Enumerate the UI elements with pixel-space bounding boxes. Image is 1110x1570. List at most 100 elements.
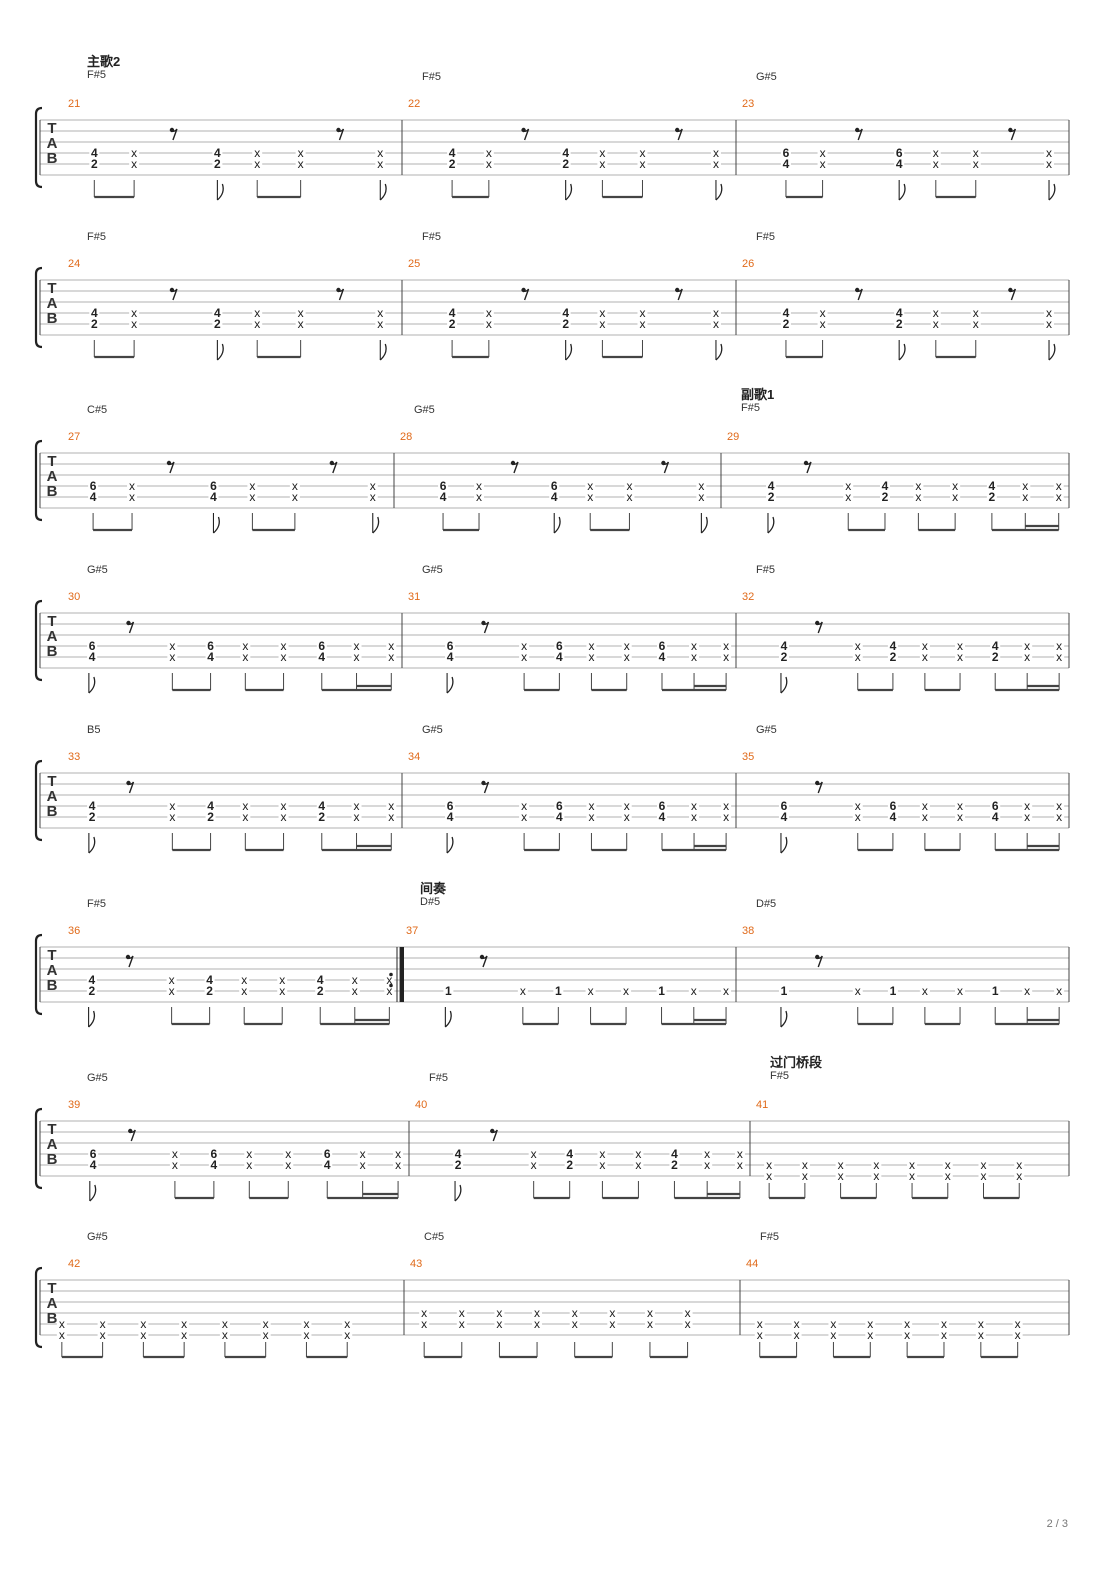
fret-number: 2 [566,1158,573,1172]
dead-note: x [298,306,304,320]
fret-number: 2 [896,317,903,331]
repeat-end-sign [389,947,404,1002]
note-backdrop [1053,480,1064,491]
note-backdrop [766,480,777,491]
dead-note: x [172,1147,178,1161]
dead-note: x [909,1158,915,1172]
note-backdrop [710,158,721,169]
fret-number: 2 [992,650,999,664]
eighth-rest-icon [329,460,338,474]
note-backdrop [240,800,251,811]
dead-note: x [830,1317,836,1331]
fret-number: 4 [317,973,324,987]
measure-number: 25 [408,258,420,270]
fret-number: 4 [562,306,569,320]
dead-note: x [794,1328,800,1342]
fret-number: 6 [890,799,897,813]
tab-clef-letter: B [47,483,58,500]
tab-clef-letter: T [47,120,56,137]
note-backdrop [586,640,597,651]
dead-note: x [279,973,285,987]
measure-number: 37 [406,925,418,937]
dead-note: x [100,1317,106,1331]
dead-note: x [395,1158,401,1172]
measure-number: 34 [408,751,420,763]
dead-note: x [421,1306,427,1320]
chord-name: F#5 [87,898,106,910]
eighth-flag-icon [715,340,723,361]
dead-note: x [222,1328,228,1342]
dead-note: x [691,810,697,824]
eighth-flag-icon [212,513,220,534]
note-backdrop [208,1159,219,1170]
dead-note: x [820,157,826,171]
dead-note: x [713,146,719,160]
dead-note: x [572,1317,578,1331]
fret-number: 2 [989,490,996,504]
dead-note: x [354,799,360,813]
note-backdrop [252,318,263,329]
eighth-flag-icon [454,1181,462,1202]
dead-note: x [59,1317,65,1331]
tab-clef-letter: T [47,280,56,297]
eighth-flag-icon [780,833,788,854]
note-backdrop [167,640,178,651]
note-backdrop [791,1318,802,1329]
dead-note: x [855,984,861,998]
dead-note: x [242,650,248,664]
note-backdrop [970,158,981,169]
note-backdrop [764,1159,775,1170]
fret-number: 6 [90,1147,97,1161]
dead-note: x [957,799,963,813]
note-backdrop [1020,480,1031,491]
dead-note: x [794,1317,800,1331]
dead-note: x [599,317,605,331]
note-backdrop [554,651,565,662]
tab-clef-letter: B [47,1310,58,1327]
system-bracket [34,1266,43,1349]
measure-number: 27 [68,431,80,443]
note-backdrop [894,158,905,169]
dead-note: x [647,1306,653,1320]
note-backdrop [689,640,700,651]
note-backdrop [780,158,791,169]
dead-note: x [241,984,247,998]
dead-note: x [129,490,135,504]
dead-note: x [534,1317,540,1331]
note-backdrop [624,491,635,502]
note-backdrop [597,318,608,329]
dead-note: x [1056,810,1062,824]
fret-number: 4 [455,1147,462,1161]
chord-name: F#5 [760,1231,779,1243]
eighth-flag-icon [446,833,454,854]
note-backdrop [1044,318,1055,329]
dead-note: x [285,1158,291,1172]
note-backdrop [208,491,219,502]
fret-number: 6 [207,639,214,653]
note-backdrop [86,985,97,996]
fret-number: 6 [324,1147,331,1161]
note-backdrop [970,318,981,329]
note-backdrop [447,147,458,158]
fret-number: 4 [992,639,999,653]
dead-note: x [281,799,287,813]
note-backdrop [205,651,216,662]
eighth-rest-icon [855,287,863,301]
dead-note: x [370,490,376,504]
fret-number: 4 [659,650,666,664]
eighth-rest-icon [481,620,490,634]
note-backdrop [689,811,700,822]
note-backdrop [1014,1170,1025,1181]
note-backdrop [978,1159,989,1170]
dead-note: x [1056,984,1062,998]
system-bracket [34,1107,43,1190]
dead-note: x [388,810,394,824]
fret-number: 6 [210,479,217,493]
tab-clef-letter: A [47,788,58,805]
fret-number: 4 [562,146,569,160]
dead-note: x [1056,650,1062,664]
tab-clef-letter: T [47,947,56,964]
